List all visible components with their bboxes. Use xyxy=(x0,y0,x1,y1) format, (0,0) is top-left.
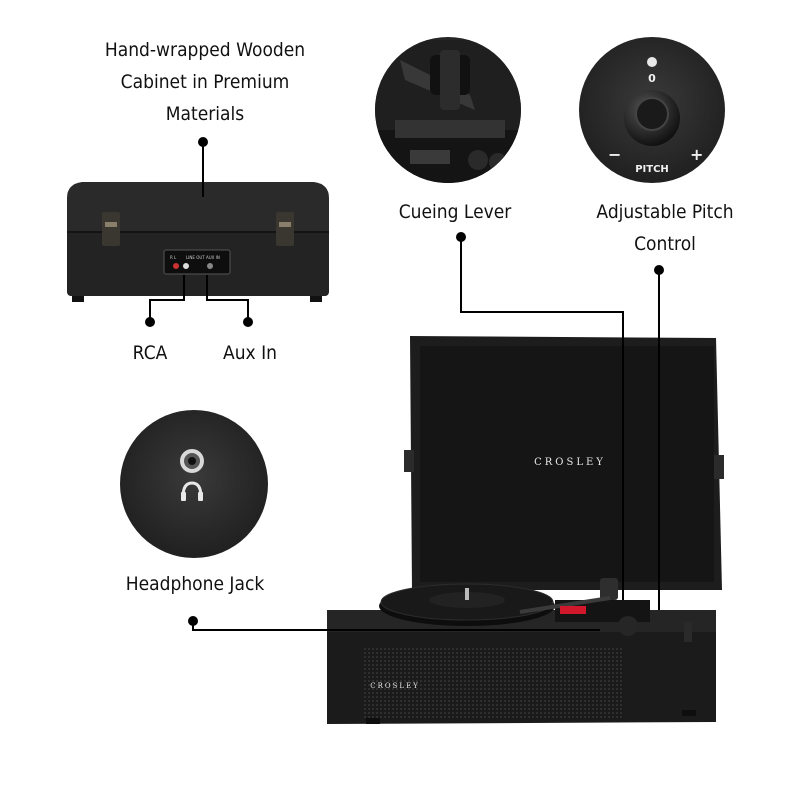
pitch-zero-mark: 0 xyxy=(648,72,656,85)
pitch-control-closeup: 0 − + PITCH xyxy=(579,37,725,183)
right-latch xyxy=(276,212,294,246)
pitch-label-line-1: Adjustable Pitch xyxy=(596,201,734,223)
front-logo: CROSLEY xyxy=(370,682,420,690)
back-io-panel xyxy=(163,249,231,275)
speaker-grille xyxy=(364,648,624,720)
pitch-minus-mark: − xyxy=(608,145,621,164)
cabinet-label-line-3: Materials xyxy=(165,103,245,125)
cabinet-label: Hand-wrapped Wooden Cabinet in Premium M… xyxy=(57,34,354,130)
cartridge xyxy=(560,606,586,614)
cueing-lever-label: Cueing Lever xyxy=(398,201,512,223)
tonearm xyxy=(519,596,611,614)
pitch-plus-mark: + xyxy=(690,145,703,164)
aux-in-jack xyxy=(207,263,213,269)
cueing-lever xyxy=(600,578,618,600)
cabinet-label-line-2: Cabinet in Premium xyxy=(120,71,290,93)
spindle xyxy=(465,588,469,600)
headphone-icon xyxy=(181,481,203,501)
cabinet-label-line-1: Hand-wrapped Wooden xyxy=(104,39,306,61)
open-turntable: CROSLEY CROSLEY xyxy=(327,336,724,724)
back-panel-rl: R L xyxy=(170,255,177,260)
rca-left-jack xyxy=(183,263,189,269)
pitch-label: Adjustable Pitch Control xyxy=(584,196,746,260)
closed-case-back-view: R L LINE OUT AUX IN xyxy=(67,182,329,302)
pitch-label-line-2: Control xyxy=(634,233,696,255)
callout-dots xyxy=(145,137,664,626)
pitch-knob-small xyxy=(618,616,638,636)
pitch-label: PITCH xyxy=(635,164,669,175)
headphone-jack-label: Headphone Jack xyxy=(125,573,265,595)
aux-in-label: Aux In xyxy=(223,342,277,364)
rca-right-jack xyxy=(173,263,179,269)
lid-logo: CROSLEY xyxy=(534,457,606,468)
back-panel-lineout: LINE OUT xyxy=(186,255,205,260)
pitch-indicator-light xyxy=(647,57,657,67)
left-latch xyxy=(102,212,120,246)
cueing-lever-closeup xyxy=(375,37,521,183)
back-panel-auxin: AUX IN xyxy=(206,255,220,260)
headphone-jack-closeup xyxy=(120,410,268,558)
rca-label: RCA xyxy=(132,342,168,364)
